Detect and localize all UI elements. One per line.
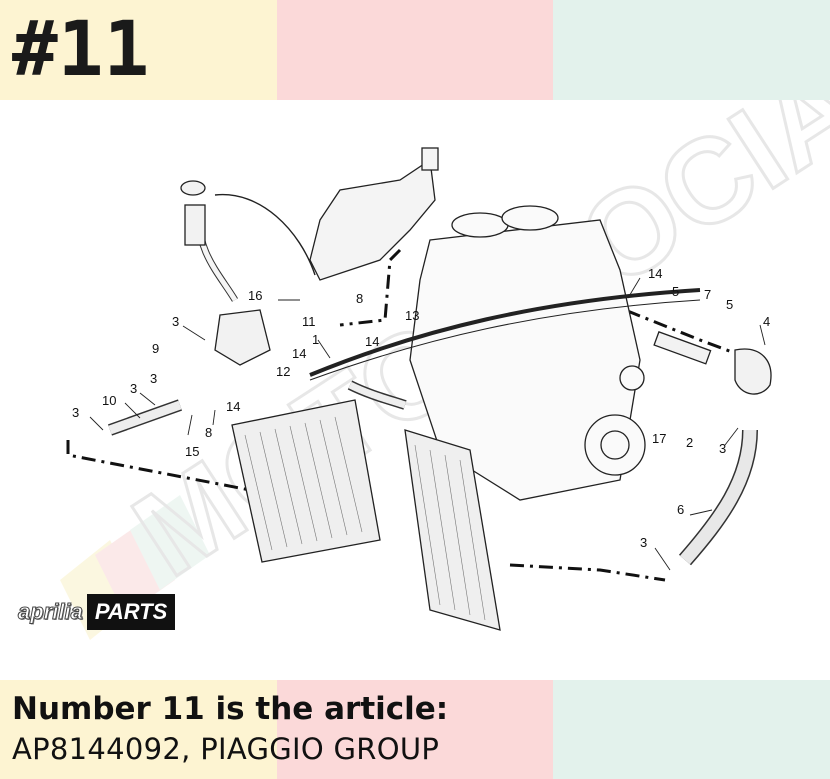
callout-10: 10 xyxy=(102,393,116,408)
small-components xyxy=(180,180,772,395)
callout-17: 17 xyxy=(652,431,666,446)
caption-heading: Number 11 is the article: xyxy=(12,691,449,727)
callout-9: 9 xyxy=(152,341,159,356)
callout-3: 3 xyxy=(150,371,157,386)
callout-3: 3 xyxy=(130,381,137,396)
callout-8: 8 xyxy=(356,291,363,306)
callout-5: 5 xyxy=(672,284,679,299)
band-yellow-block xyxy=(0,680,277,779)
callout-3: 3 xyxy=(72,405,79,420)
callout-14: 14 xyxy=(648,266,662,281)
callout-12: 12 xyxy=(276,364,290,379)
callout-15: 15 xyxy=(185,444,199,459)
band-pink-block xyxy=(277,0,553,100)
callout-16: 16 xyxy=(248,288,262,303)
callout-14: 14 xyxy=(226,399,240,414)
callout-5: 5 xyxy=(726,297,733,312)
callout-2: 2 xyxy=(686,435,693,450)
callout-14: 14 xyxy=(365,334,379,349)
part-number-title: #11 xyxy=(12,4,150,93)
callout-1: 1 xyxy=(312,332,319,347)
engine-block xyxy=(409,205,646,501)
aprilia-wordmark: aprilia xyxy=(18,599,84,625)
callout-3: 3 xyxy=(719,441,726,456)
callout-6: 6 xyxy=(677,502,684,517)
cooling-system-drawing: MOTOCROCIA xyxy=(60,100,830,640)
callout-3: 3 xyxy=(640,535,647,550)
caption-article-code: AP8144092, PIAGGIO GROUP xyxy=(12,732,440,766)
routing-lines xyxy=(66,248,741,582)
exploded-parts-diagram: MOTOCROCIA xyxy=(0,100,830,680)
header-color-band xyxy=(0,0,830,100)
expansion-tank xyxy=(309,147,439,281)
band-green-block xyxy=(553,0,830,100)
callout-14: 14 xyxy=(292,346,306,361)
aprilia-parts-logo: aprilia PARTS xyxy=(16,592,176,632)
callout-numbers: 3 9 3 3 10 3 15 8 14 12 14 1 11 16 8 13 … xyxy=(72,266,770,550)
callout-7: 7 xyxy=(704,287,711,302)
band-pink-block xyxy=(277,680,553,779)
band-green-block xyxy=(553,680,830,779)
left-radiator xyxy=(231,399,381,563)
parts-badge: PARTS xyxy=(86,594,176,630)
callout-8: 8 xyxy=(205,425,212,440)
footer-color-band xyxy=(0,680,830,779)
band-yellow-block xyxy=(0,0,277,100)
callout-leaders xyxy=(89,277,766,571)
callout-3: 3 xyxy=(172,314,179,329)
callout-11: 11 xyxy=(302,314,316,329)
right-radiator xyxy=(404,429,501,631)
callout-4: 4 xyxy=(763,314,770,329)
callout-13: 13 xyxy=(405,308,419,323)
